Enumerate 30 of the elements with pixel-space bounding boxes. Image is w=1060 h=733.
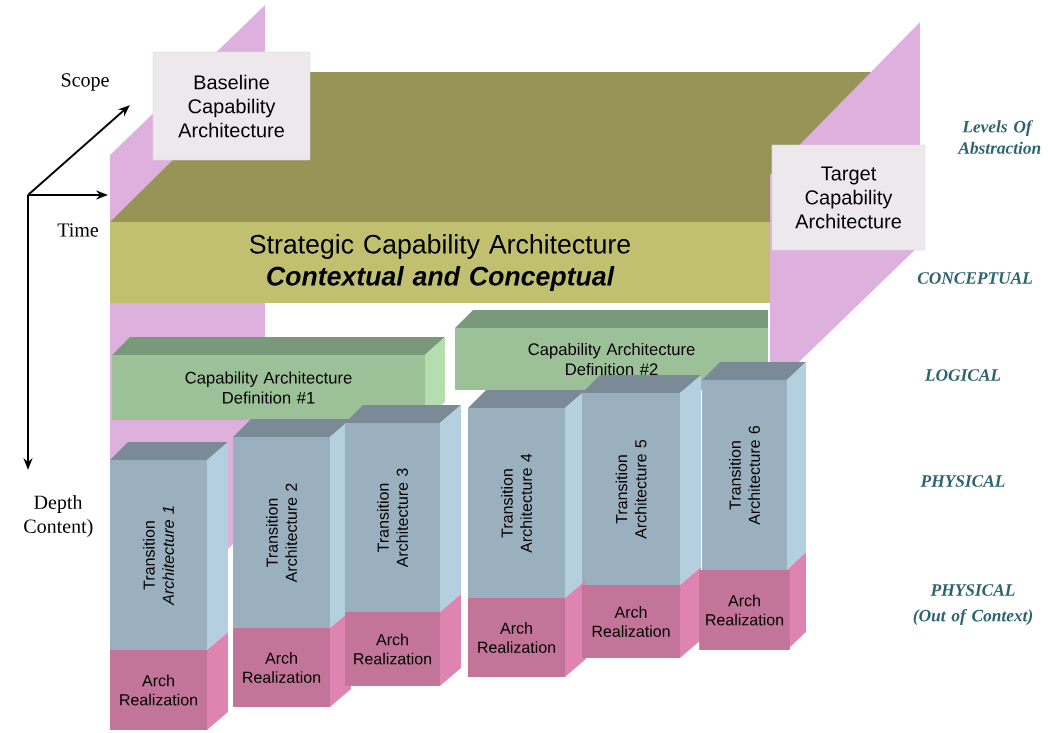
level-label: PHYSICAL xyxy=(930,584,1015,596)
node-label: Contextual and Conceptual xyxy=(267,266,615,291)
axis-label: Scope xyxy=(61,73,109,91)
level-label: CONCEPTUAL xyxy=(917,272,1032,284)
realization-block: Arch Realization xyxy=(699,552,806,650)
node-label: Arch Realization xyxy=(478,622,556,653)
node-label: Arch Realization xyxy=(243,652,321,683)
transition-block: Transition Architecture 6 xyxy=(702,362,806,570)
level-label: LOGICAL xyxy=(924,369,1001,381)
realization-block: Arch Realization xyxy=(110,632,228,730)
transition-block: Transition Architecture 5 xyxy=(582,375,701,585)
level-label: PHYSICAL xyxy=(920,475,1005,487)
level-label: (Out of Context) xyxy=(913,609,1033,625)
architecture-card: Target Capability Architecture xyxy=(771,144,926,251)
architecture-card: Baseline Capability Architecture xyxy=(152,51,311,161)
transition-block: Transition Architecture 2 xyxy=(233,419,351,628)
realization-block: Arch Realization xyxy=(345,594,461,686)
transition-block: Transition Architecture 4 xyxy=(468,390,586,598)
node-label: Arch Realization xyxy=(592,606,670,637)
node-label: Transition Architecture 2 xyxy=(266,483,297,583)
level-label: Levels Of Abstraction xyxy=(957,120,1041,154)
realization-block: Arch Realization xyxy=(582,567,701,658)
transition-block: Transition Architecture 3 xyxy=(345,405,461,612)
node-label: Strategic Capability Architecture xyxy=(250,234,630,259)
axis-label: Time xyxy=(57,223,99,237)
transition-block: Transition Architecture 1 xyxy=(110,442,228,650)
realization-block: Arch Realization xyxy=(468,580,586,677)
node-label: Transition Architecture 4 xyxy=(501,453,532,553)
realization-block: Arch Realization xyxy=(233,610,351,707)
definition-block: Capability Architecture Definition #1 xyxy=(112,337,445,420)
